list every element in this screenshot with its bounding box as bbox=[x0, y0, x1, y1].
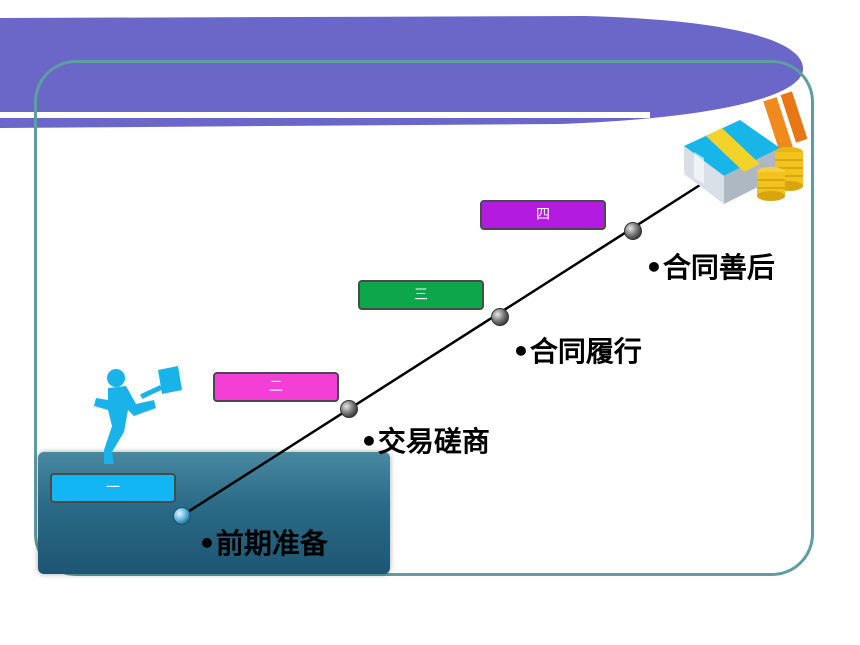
step-tab-1: 一 bbox=[50, 473, 176, 503]
step-node-4 bbox=[624, 222, 642, 240]
header-banner bbox=[0, 16, 804, 128]
jumping-person-icon bbox=[94, 366, 182, 464]
step-label-4: •合同善后 bbox=[645, 251, 775, 284]
step-tab-4: 四 bbox=[480, 200, 606, 230]
step-label-2: •交易磋商 bbox=[360, 425, 490, 458]
step-node-2 bbox=[340, 400, 358, 418]
step-tab-3: 三 bbox=[358, 280, 484, 310]
step-node-3 bbox=[491, 308, 509, 326]
start-platform bbox=[38, 452, 390, 574]
step-label-1: •前期准备 bbox=[198, 527, 328, 560]
step-label-3: •合同履行 bbox=[512, 335, 642, 368]
step-node-1 bbox=[173, 507, 191, 525]
step-tab-2: 二 bbox=[213, 372, 339, 402]
money-and-coins-icon bbox=[684, 91, 808, 204]
content-frame bbox=[34, 60, 814, 576]
